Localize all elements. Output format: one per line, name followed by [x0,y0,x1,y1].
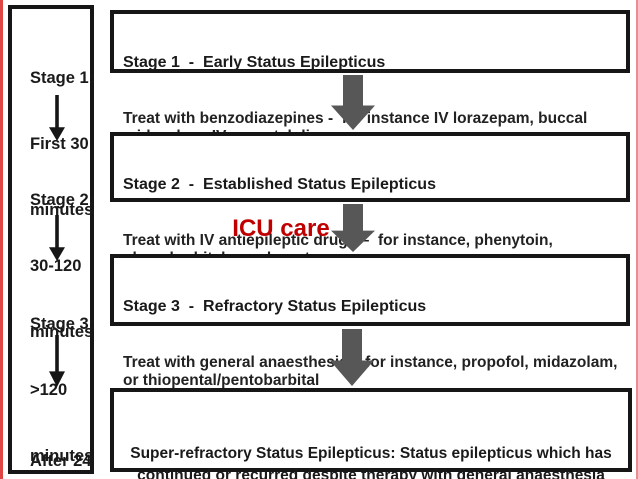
timeline-stage-2-line-2: 30-120 [30,257,82,275]
timeline-column: Stage 1: First 30 minutes Stage 2: 30-12… [8,5,94,474]
timeline-stage-1-line-3: minutes [30,201,94,219]
slide-edge-left [0,0,3,479]
icu-care-label: ICU care [232,215,330,242]
block-arrow-down-icon [330,329,374,386]
stage-1-title: Stage 1 - Early Status Epilepticus [123,54,386,71]
block-arrow-down-icon [331,204,375,252]
stage-1-box: Stage 1 - Early Status Epilepticus Treat… [110,10,630,145]
timeline-after-24-label: After 24 hours [30,406,104,479]
down-arrow-icon [47,335,67,387]
timeline-stage-2-line-1: Stage 2: [30,191,95,209]
timeline-stage-3-label: Stage 3: >120 minutes [30,269,104,479]
timeline-stage-1-line-1: Stage 1: [30,69,95,87]
timeline-stage-2-line-3: minutes [30,323,94,341]
block-arrow-down-icon [331,75,375,130]
stage-3-box: Stage 3 - Refractory Status Epilepticus … [110,254,630,389]
down-arrow-icon [47,215,67,261]
timeline-stage-3-line-1: Stage 3: [30,315,95,333]
timeline-stage-2-label: Stage 2: 30-120 minutes [30,145,104,387]
timeline-stage-3-line-3: minutes [30,447,94,465]
timeline-after-24-line-1: After 24 [30,452,92,470]
stage-3-treatment-text: Treat with general anaesthesia – for ins… [123,353,618,390]
down-arrow-icon [47,95,67,141]
stage-2-title: Stage 2 - Established Status Epilepticus [123,176,436,193]
super-refractory-box: Super-refractory Status Epilepticus: Sta… [110,388,632,479]
timeline-stage-3-line-2: >120 [30,381,68,399]
super-refractory-text: Super-refractory Status Epilepticus: Sta… [130,445,612,479]
slide-edge-right [636,0,638,479]
stage-2-box: Stage 2 - Established Status Epilepticus… [110,132,630,267]
stage-3-title: Stage 3 - Refractory Status Epilepticus [123,298,427,315]
